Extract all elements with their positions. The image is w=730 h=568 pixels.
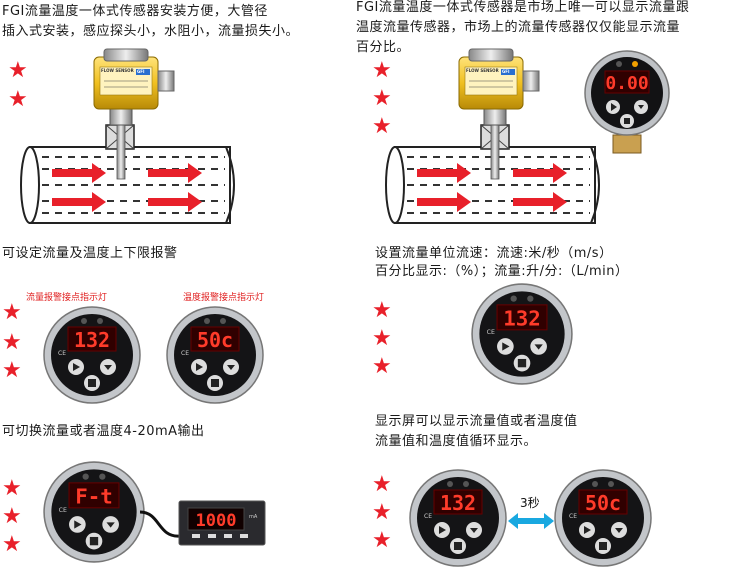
svg-text:CE: CE (487, 329, 495, 336)
intro-text-right-line3: 百分比。 (356, 40, 411, 55)
intro-text-left-line2: 插入式安装，感应探头小，水阻小，流量损失小。 (2, 24, 300, 39)
intro-text-left-line1: FGI流量温度一体式传感器安装方便，大管径 (2, 4, 268, 19)
intro-text-right-line1: FGI流量温度一体式传感器是市场上唯一可以显示流量跟 (356, 0, 690, 15)
cycle-interval-label: 3秒 (520, 496, 540, 510)
display-unit-cycle-flow: 132 CE (409, 469, 507, 567)
star-icon: ★ (372, 472, 392, 497)
svg-text:CE: CE (424, 513, 432, 520)
svg-text:CE: CE (58, 350, 66, 357)
sensor-brand-right: GFI (502, 69, 510, 74)
section-alarm-title: 可设定流量及温度上下限报警 (2, 246, 178, 261)
star-icon: ★ (372, 114, 392, 139)
display-digits: F-t (75, 485, 113, 509)
sensor-brand-left: GFI (137, 69, 145, 74)
display-digits: 132 (74, 328, 110, 352)
sensor-label-right: FLOW SENSOR (466, 68, 499, 73)
section-cycle-line1: 显示屏可以显示流量值或者温度值 (375, 414, 578, 429)
panel-meter-unit: mA (249, 514, 258, 520)
panel-meter: 1000 mA (178, 500, 266, 546)
section-output-title: 可切换流量或者温度4-20mA输出 (2, 424, 205, 439)
display-digits: 50c (585, 491, 621, 515)
signal-cable (140, 510, 181, 538)
svg-text:CE: CE (569, 513, 577, 520)
star-icon: ★ (372, 528, 392, 553)
panel-meter-digits: 1000 (196, 511, 237, 531)
intro-text-right-line2: 温度流量传感器，市场上的流量传感器仅仅能显示流量 (356, 20, 681, 35)
star-icon: ★ (2, 358, 22, 383)
display-unit-cycle-temp: 50c CE (554, 469, 652, 567)
star-icon: ★ (372, 86, 392, 111)
sensor-label-left: FLOW SENSOR (101, 68, 134, 73)
flow-alarm-indicator-label: 流量报警接点指示灯 (26, 293, 108, 303)
star-icon: ★ (372, 500, 392, 525)
display-unit-temp-alarm: 50c CE (166, 306, 264, 404)
star-icon: ★ (2, 330, 22, 355)
display-unit-units: 132 CE (471, 283, 573, 385)
star-icon: ★ (8, 87, 28, 112)
section-units-line2: 百分比显示:（%）；流量:升/分:（L/min） (375, 264, 629, 279)
star-icon: ★ (2, 532, 22, 557)
svg-text:CE: CE (59, 507, 67, 514)
display-digits: 132 (440, 491, 476, 515)
temp-alarm-indicator-label: 温度报警接点指示灯 (183, 293, 265, 303)
pipe-sensor-illustration-left (20, 48, 235, 224)
display-digits: 50c (197, 328, 233, 352)
star-icon: ★ (372, 354, 392, 379)
star-icon: ★ (2, 476, 22, 501)
display-unit-top-right: 0.00 (584, 50, 670, 154)
star-icon: ★ (372, 298, 392, 323)
star-icon: ★ (2, 504, 22, 529)
display-unit-flow-alarm: 132 CE (43, 306, 141, 404)
star-icon: ★ (372, 58, 392, 83)
display-digits: 132 (503, 307, 541, 331)
display-unit-output: F-t CE (43, 461, 145, 563)
pipe-sensor-illustration-right (385, 48, 600, 224)
star-icon: ★ (2, 300, 22, 325)
star-icon: ★ (8, 58, 28, 83)
double-arrow-icon (508, 513, 554, 529)
svg-text:CE: CE (181, 350, 189, 357)
section-cycle-line2: 流量值和温度值循环显示。 (375, 434, 538, 449)
display-digits: 0.00 (605, 73, 648, 94)
star-icon: ★ (372, 326, 392, 351)
section-units-line1: 设置流量单位流速：流速:米/秒（m/s） (375, 246, 613, 261)
